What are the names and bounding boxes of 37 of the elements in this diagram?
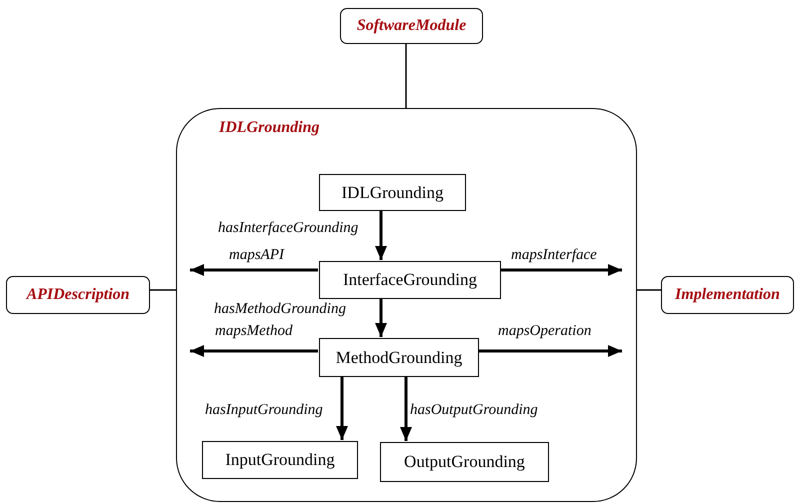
arrow bbox=[336, 376, 348, 440]
edge-label: hasOutputGrounding bbox=[409, 402, 539, 418]
node-label: MethodGrounding bbox=[336, 348, 462, 368]
process-box bbox=[380, 442, 549, 482]
connector-line bbox=[150, 289, 176, 291]
connector-line bbox=[637, 289, 661, 291]
process-box bbox=[319, 261, 501, 299]
process-box bbox=[319, 338, 479, 377]
edge-label: mapsOperation bbox=[497, 323, 592, 339]
arrow bbox=[190, 345, 318, 357]
edge-label: mapsAPI bbox=[228, 247, 285, 263]
arrow bbox=[478, 345, 622, 357]
arrow bbox=[375, 298, 387, 337]
edge-label: hasInputGrounding bbox=[204, 402, 324, 418]
edge-label: mapsMethod bbox=[214, 323, 294, 339]
edge-label: mapsInterface bbox=[510, 247, 598, 263]
node-label: OutputGrounding bbox=[404, 452, 525, 472]
arrow bbox=[190, 264, 318, 276]
node-label: Implementation bbox=[675, 286, 780, 304]
node-label: SoftwareModule bbox=[356, 17, 466, 35]
node-label: InterfaceGrounding bbox=[342, 270, 478, 290]
group-container bbox=[176, 108, 637, 502]
class-box bbox=[661, 276, 794, 314]
edge-label: hasMethodGrounding bbox=[213, 301, 347, 317]
node-label: InputGrounding bbox=[225, 450, 335, 470]
arrow bbox=[375, 210, 387, 260]
node-label: APIDescription bbox=[26, 286, 130, 304]
arrow bbox=[500, 264, 622, 276]
process-box bbox=[319, 174, 466, 211]
arrow bbox=[400, 376, 412, 441]
node-label: IDLGrounding bbox=[342, 182, 444, 202]
class-box bbox=[6, 276, 150, 314]
class-box bbox=[340, 8, 483, 44]
connector-line bbox=[405, 44, 407, 108]
process-box bbox=[202, 441, 358, 479]
group-heading: IDLGrounding bbox=[219, 119, 320, 137]
edge-label: hasInterfaceGrounding bbox=[217, 220, 360, 236]
